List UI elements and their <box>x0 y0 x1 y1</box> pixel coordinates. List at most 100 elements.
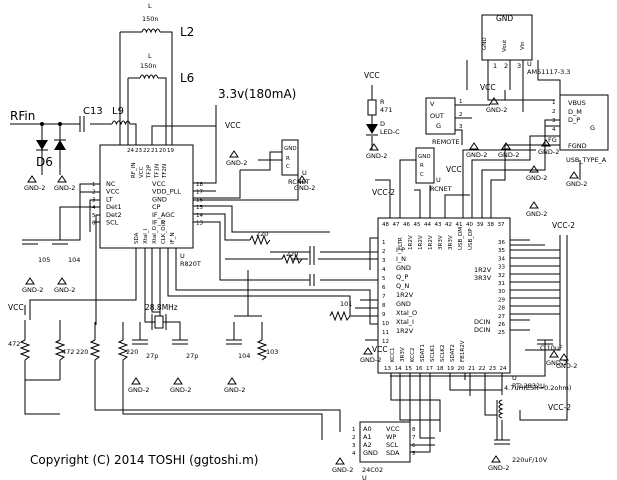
rtl-top-pin-number: 43 <box>435 222 442 228</box>
gnd-label: GND-2 <box>486 106 507 114</box>
eeprom-right-pin-label: VCC <box>386 425 400 433</box>
r820t-top-pin-number: 19 <box>167 148 174 154</box>
label-supply: 3.3v(180mA) <box>218 87 296 101</box>
label-l9: L9 <box>112 106 124 117</box>
rcnet1-c: C <box>286 164 290 170</box>
label-r-472a: 472 <box>8 340 20 348</box>
usb-pin-label: FG <box>548 136 557 144</box>
label-l-top-val: 150n <box>142 15 159 23</box>
r820t-right-pin-number: 15 <box>196 205 203 211</box>
ams-pin-3: 3 <box>517 62 521 70</box>
rtl-top-pin-number: 42 <box>445 222 452 228</box>
rtl-top-pin-label: USB_DM <box>458 227 464 250</box>
label-r-103: 103 <box>266 348 278 356</box>
gnd-label: GND-2 <box>294 184 315 192</box>
gnd-label: GND-2 <box>128 386 149 394</box>
r820t-right-pin-label: CP <box>152 203 161 211</box>
rtl-right-pin-number: 29 <box>498 297 505 303</box>
r820t-right-pin-number: 17 <box>196 190 203 196</box>
rtl-left-pin-number: 11 <box>382 330 389 336</box>
inductor-l2: L 150n L2 <box>141 2 194 39</box>
rtl-left-pin-label: GND <box>396 300 411 308</box>
usb-pin-number: 4 <box>552 127 556 133</box>
label-r-101: 101 <box>340 300 352 308</box>
gnd-label: GND-2 <box>170 386 191 394</box>
rtl-left-pin-label: Xtal_I <box>396 318 414 326</box>
r820t-bottom-pin-label: Xtal_O <box>152 225 158 244</box>
vcc-2b: VCC-2 <box>552 221 575 230</box>
rtl-right-pin-number: 31 <box>498 281 505 287</box>
eeprom-right-pin-label: SDA <box>386 449 400 457</box>
rtl-bottom-pin-number: 20 <box>458 366 465 372</box>
ground-symbol <box>297 175 307 183</box>
label-l-top: L <box>148 2 152 10</box>
eeprom-right-pin-number: 7 <box>412 435 416 441</box>
ground-symbol <box>491 455 501 463</box>
rtl-bottom-pin-label: SCLK1 <box>430 344 436 362</box>
r820t-top-pin-label: TF1N <box>154 164 160 179</box>
ground-symbol <box>501 142 511 150</box>
r820t-left-pin-number: 6 <box>92 221 96 227</box>
remote-pin-2: 2 <box>459 112 463 118</box>
r820t-left-pin-label: LT <box>106 195 113 203</box>
rtl-left-pin-label: I_N <box>396 255 406 263</box>
rtl-bottom-pin-number: 17 <box>426 366 433 372</box>
label-d6: D6 <box>36 155 53 169</box>
rtl-right-pin-label: 1R2V <box>474 266 492 274</box>
r820t-bottom-pin-label: SDA <box>134 232 140 244</box>
remote-receiver: V OUT G 1 2 3 REMOTE <box>425 97 463 146</box>
rtl-left-pin-number: 8 <box>382 303 386 309</box>
remote-pin-3: 3 <box>459 124 463 130</box>
crystal: 28.8MHz <box>145 303 178 330</box>
rtl-left-pins: I_PI_NGNDQ_PQ_N1R2VGNDXtal_OXtal_I1R2V12… <box>382 240 417 345</box>
rtl-top-pin-label: 1R2V <box>408 235 414 250</box>
rtl-left-pin-number: 3 <box>382 258 386 264</box>
vcc-2c: VCC-2 <box>548 403 571 412</box>
usb-pin-label: VBUS <box>568 99 586 107</box>
rtl-bottom-pin-label: KCC2 <box>410 348 416 363</box>
rtl-right-pin-label: DCIN <box>474 318 490 326</box>
rtl-bottom-pin-number: 21 <box>468 366 475 372</box>
rtl-bottom-pin-number: 24 <box>500 366 507 372</box>
r820t-top-pin-label: VCC <box>139 166 145 178</box>
rtl-left-pin-number: 7 <box>382 294 386 300</box>
r820t-top-pin-number: 21 <box>151 148 158 154</box>
rtl-left-pin-label: Xtal_O <box>396 309 417 317</box>
eeprom-left-pin-number: 3 <box>352 443 356 449</box>
vcc-rt: VCC <box>446 165 462 174</box>
rtl-right-pin-number: 34 <box>498 256 505 262</box>
r820t-right-pin-number: 16 <box>196 197 203 203</box>
rtl-top-pin-number: 38 <box>487 222 494 228</box>
rtl-right-pin-number: 36 <box>498 240 505 246</box>
rtl-left-pin-number: 5 <box>382 276 386 282</box>
ams1117-regulator: GND GND Vout Vin U AMS1117-3.3 1 2 3 <box>481 14 570 76</box>
eeprom-left-pin-label: A1 <box>363 433 372 441</box>
rtl-left-pin-label: GND <box>396 264 411 272</box>
ground-symbol <box>529 201 539 209</box>
rtl-right-pin-label: DCIN <box>474 326 490 334</box>
gnd-label: GND-2 <box>24 184 45 192</box>
label-l6: L6 <box>180 71 194 85</box>
label-ams-vin: Vin <box>520 41 526 50</box>
usb-pin-number: 3 <box>552 118 556 124</box>
rtl-left-pin-number: 10 <box>382 321 389 327</box>
label-r-220b: 220 <box>126 348 138 356</box>
rtl-right-pin-number: 28 <box>498 306 505 312</box>
r820t-left-pin-number: 2 <box>92 190 96 196</box>
rtl-bottom-pin-number: 22 <box>479 366 486 372</box>
rtl-right-pin-number: 30 <box>498 289 505 295</box>
r820t-top-pin-number: 23 <box>135 148 142 154</box>
r820t-top-pin-label: TF2N <box>162 164 168 179</box>
rtl-bottom-pin-label: KCC1 <box>390 348 396 363</box>
rtl-top-pin-label: 3R3V <box>448 235 454 250</box>
rcnet1-gnd: GND <box>284 146 297 152</box>
resistors <box>19 234 504 419</box>
eeprom-left-pin-number: 2 <box>352 435 356 441</box>
ground-symbol <box>173 377 183 385</box>
remote-g: G <box>436 122 441 130</box>
label-c220: 220uF/10V <box>512 456 548 464</box>
gnd-label: GND-2 <box>22 286 43 294</box>
